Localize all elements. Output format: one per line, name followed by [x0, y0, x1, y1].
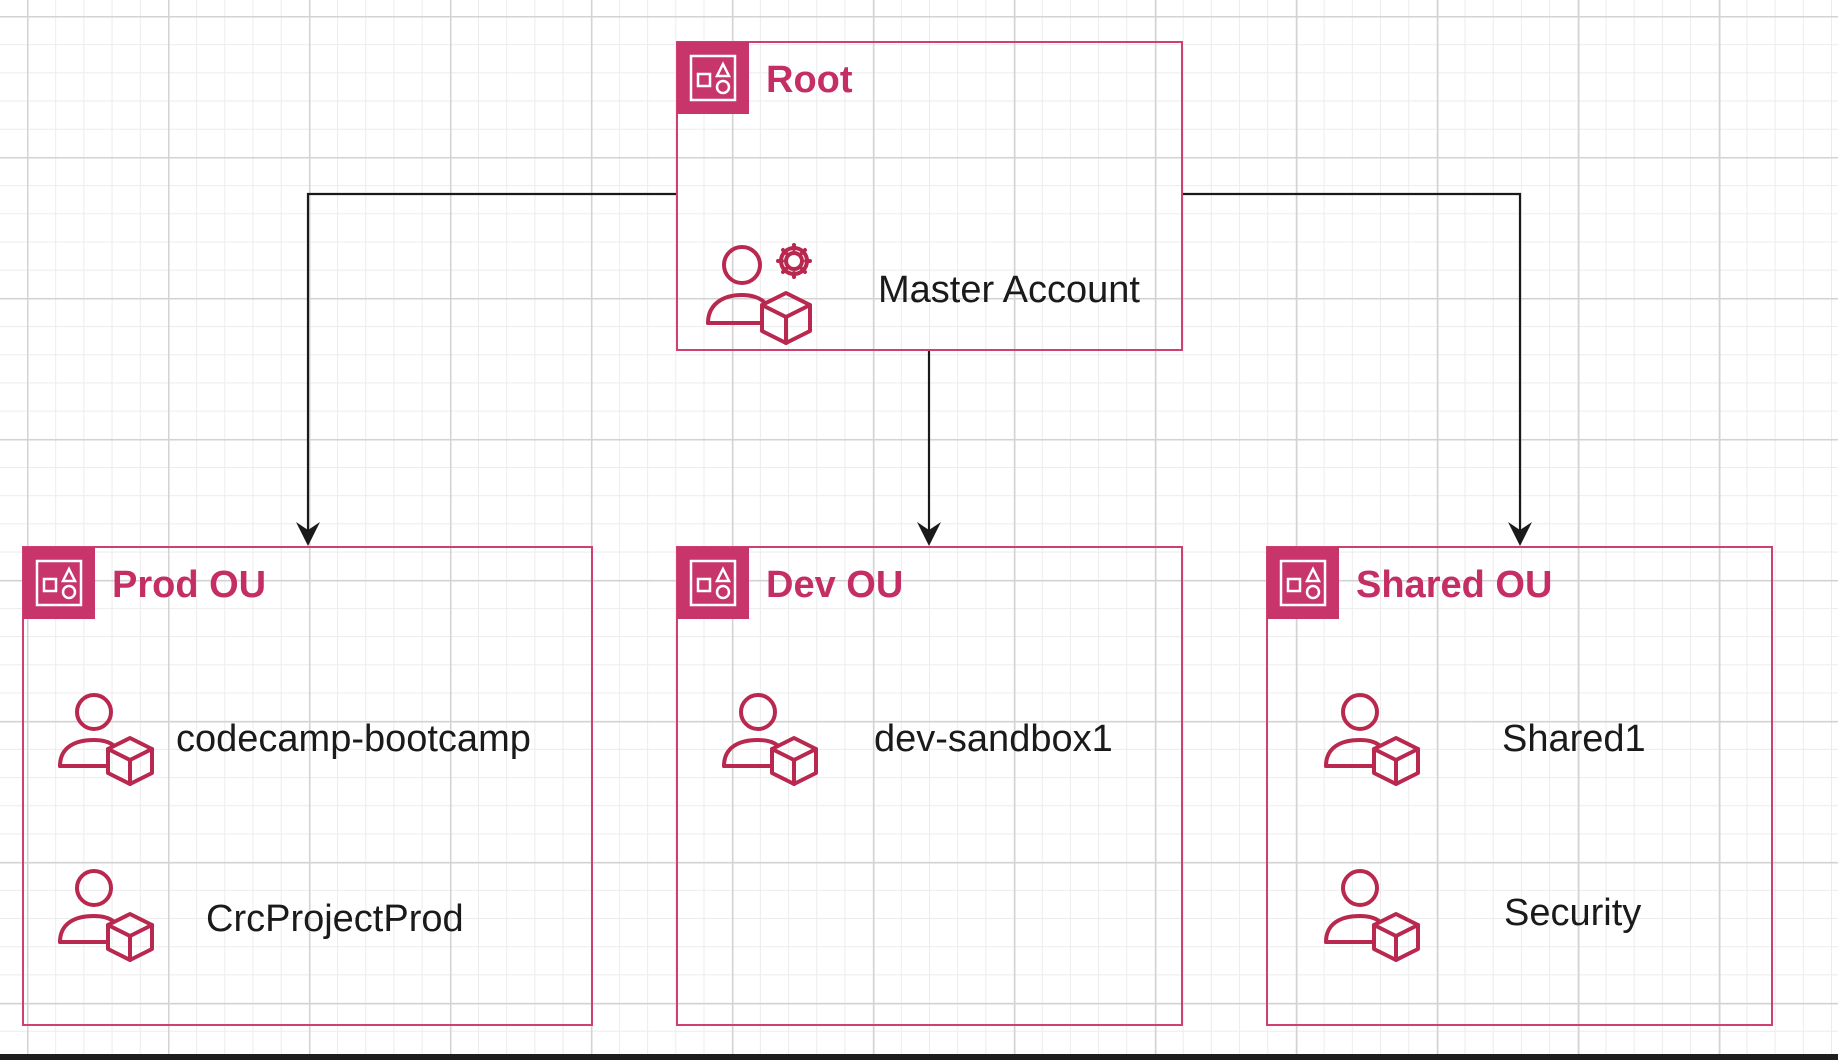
member-account-icon	[1322, 864, 1422, 969]
master-account-label: Master Account	[878, 269, 1140, 311]
shared-ou-group[interactable]: Shared OU Shared1	[1266, 546, 1773, 1026]
account-label-dev-sandbox1: dev-sandbox1	[874, 718, 1113, 760]
shared-ou-title: Shared OU	[1356, 564, 1553, 606]
account-label-crcprojectprod: CrcProjectProd	[206, 898, 464, 940]
arrowhead-prod	[296, 522, 320, 546]
arrowhead-dev	[917, 522, 941, 546]
member-account-icon	[720, 688, 820, 793]
organization-group-icon	[677, 547, 749, 619]
member-account-icon	[56, 688, 156, 793]
arrow-root-to-prod	[306, 192, 676, 530]
arrow-root-to-shared	[1182, 192, 1522, 530]
prod-ou-group[interactable]: Prod OU codecamp-bootcamp	[22, 546, 593, 1026]
account-label-shared1: Shared1	[1502, 718, 1646, 760]
account-label-security: Security	[1504, 892, 1642, 934]
dev-ou-title: Dev OU	[766, 564, 904, 606]
account-label-codecamp-bootcamp: codecamp-bootcamp	[176, 718, 531, 760]
member-account-icon	[1322, 688, 1422, 793]
arrowhead-shared	[1508, 522, 1532, 546]
root-title: Root	[766, 59, 853, 101]
organization-group-icon	[677, 42, 749, 114]
root-group[interactable]: Root Master Account	[676, 41, 1183, 351]
member-account-icon	[56, 864, 156, 969]
organization-group-icon	[23, 547, 95, 619]
management-account-icon	[702, 235, 822, 350]
organization-group-icon	[1267, 547, 1339, 619]
bottom-edge-bar	[0, 1054, 1838, 1060]
dev-ou-group[interactable]: Dev OU dev-sandbox1	[676, 546, 1183, 1026]
prod-ou-title: Prod OU	[112, 564, 267, 606]
